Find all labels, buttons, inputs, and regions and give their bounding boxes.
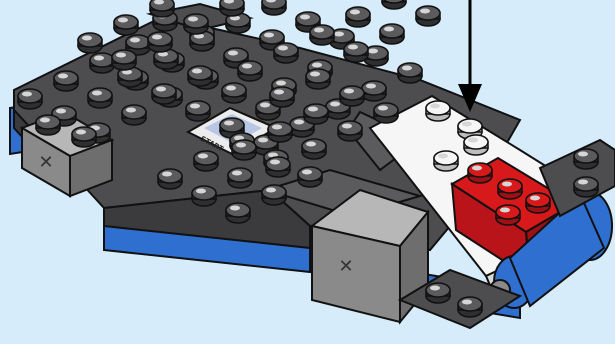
stud bbox=[574, 177, 598, 197]
stud bbox=[226, 203, 250, 223]
stud bbox=[232, 140, 256, 160]
stud bbox=[90, 53, 114, 73]
stud bbox=[262, 185, 286, 205]
stud bbox=[262, 0, 286, 15]
stud bbox=[238, 61, 262, 81]
stud bbox=[310, 25, 334, 45]
cross-axle-hole-icon: ✕ bbox=[338, 256, 353, 277]
stud bbox=[416, 6, 440, 26]
stud bbox=[114, 15, 138, 35]
stud bbox=[192, 186, 216, 206]
stud bbox=[186, 101, 210, 121]
stud bbox=[270, 87, 294, 107]
stud bbox=[266, 157, 290, 177]
stud bbox=[152, 84, 176, 104]
stud bbox=[306, 69, 330, 89]
stud bbox=[344, 42, 368, 62]
stud bbox=[426, 283, 450, 303]
stud bbox=[268, 122, 292, 142]
stud bbox=[148, 32, 172, 52]
stud bbox=[184, 14, 208, 34]
stud bbox=[464, 135, 488, 155]
stud bbox=[302, 139, 326, 159]
stud bbox=[434, 151, 458, 171]
stud bbox=[426, 101, 450, 121]
stud bbox=[458, 297, 482, 317]
stud bbox=[574, 149, 598, 169]
stud bbox=[220, 0, 244, 16]
stud bbox=[498, 179, 522, 199]
stud bbox=[298, 167, 322, 187]
stud bbox=[222, 83, 246, 103]
stud bbox=[158, 169, 182, 189]
stud bbox=[274, 43, 298, 63]
stud bbox=[54, 71, 78, 91]
stud bbox=[398, 63, 422, 83]
stud bbox=[18, 89, 42, 109]
stud bbox=[468, 163, 492, 183]
stud bbox=[194, 151, 218, 171]
stud bbox=[150, 0, 174, 17]
stud bbox=[304, 104, 328, 124]
stud bbox=[88, 88, 112, 108]
stud bbox=[340, 86, 364, 106]
stud bbox=[380, 24, 404, 44]
cross-axle-hole-icon: ✕ bbox=[38, 152, 53, 173]
stud bbox=[374, 103, 398, 123]
stud bbox=[346, 7, 370, 27]
stud bbox=[188, 66, 212, 86]
stud bbox=[228, 168, 252, 188]
stud bbox=[122, 105, 146, 125]
stud bbox=[78, 33, 102, 53]
stud bbox=[362, 81, 386, 101]
stud bbox=[338, 121, 362, 141]
stud bbox=[382, 0, 406, 9]
stud bbox=[36, 115, 60, 135]
stud bbox=[72, 127, 96, 147]
stud bbox=[526, 193, 550, 213]
stud bbox=[112, 50, 136, 70]
stud bbox=[496, 205, 520, 225]
